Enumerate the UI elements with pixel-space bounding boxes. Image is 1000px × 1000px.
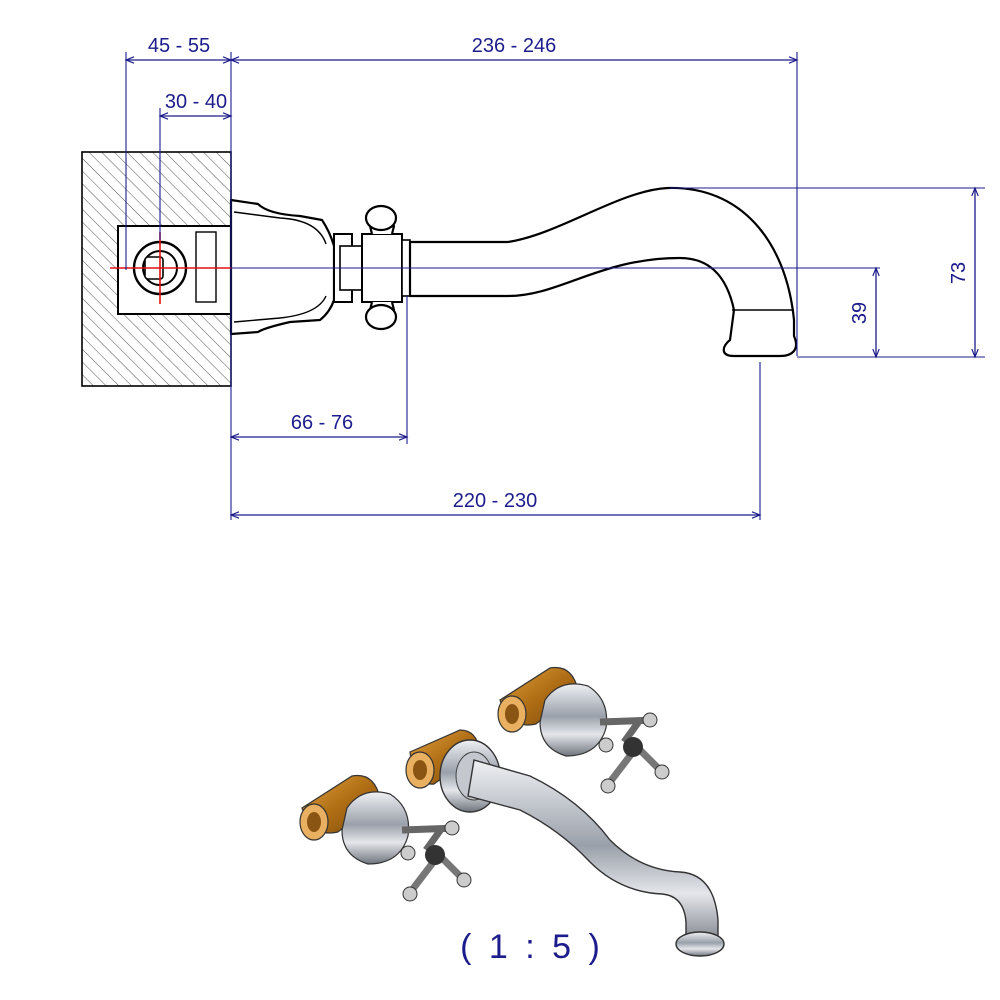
dim-spout-height: 73 — [948, 262, 970, 284]
scale-label: ( 1 : 5 ) — [460, 928, 604, 966]
product-render — [299, 666, 725, 957]
escutcheon — [229, 198, 336, 336]
dim-wall-depth: 45 - 55 — [148, 35, 210, 57]
spout — [408, 186, 798, 358]
valve-left — [299, 774, 472, 902]
dim-body-depth: 30 - 40 — [165, 91, 227, 113]
render-spout — [467, 759, 719, 952]
dim-spout-total: 236 - 246 — [472, 35, 557, 57]
valve-right — [497, 666, 670, 794]
dim-spout-projection: 220 - 230 — [453, 490, 538, 512]
dim-handle-offset: 66 - 76 — [291, 412, 353, 434]
side-view — [81, 151, 880, 387]
dim-outlet-height: 39 — [849, 302, 871, 324]
dimension-lines: 45 - 55 236 - 246 30 - 40 66 - 76 220 - … — [124, 35, 985, 520]
